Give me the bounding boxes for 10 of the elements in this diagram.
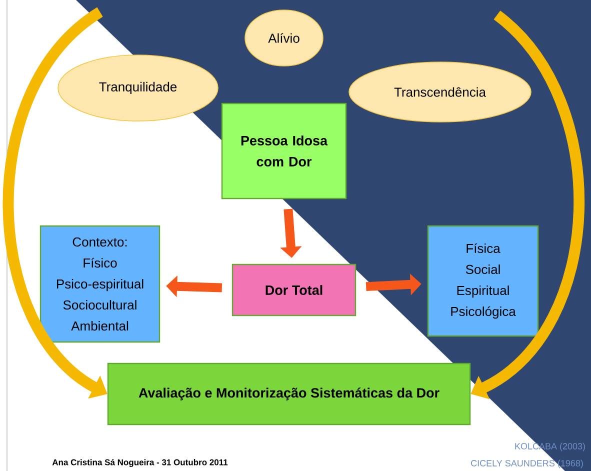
footer-credit: Ana Cristina Sá Nogueira - 31 Outubro 2011 (52, 458, 228, 468)
oval: Alívio (244, 10, 324, 66)
concept-box: Física Social Espiritual Psicológica (427, 225, 539, 337)
concept-box: Dor Total (232, 264, 356, 316)
oval: Tranquilidade (58, 54, 218, 122)
concept-box: Contexto: Físico Psico-espiritual Sociocultural Ambiental (40, 225, 160, 343)
banner-box: Avaliação e Monitorização Sistemáticas da Dor (107, 362, 471, 426)
concept-box: Pessoa Idosa com Dor (221, 102, 347, 200)
oval: Transcendência (348, 62, 532, 122)
reference-text: CICELY SAUNDERS (1968) (471, 460, 583, 468)
